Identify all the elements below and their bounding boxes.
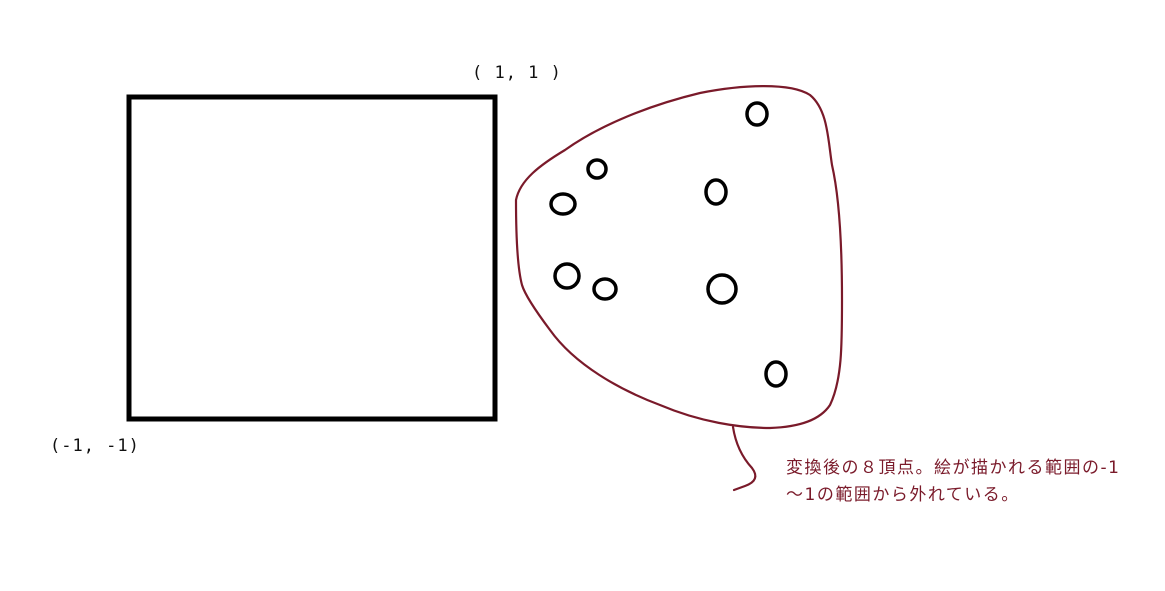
transformed-region-outline [514,85,844,430]
vertex-marker [553,262,581,290]
corner-label-bottom-left: (-1, -1) [50,436,140,456]
transformed-vertices [549,101,788,388]
vertex-marker [586,158,608,180]
vertex-marker [745,101,769,127]
vertex-marker [592,277,618,301]
clip-space-square [126,94,498,422]
annotation-note: 変換後の８頂点。絵が描かれる範囲の-1～1の範囲から外れている。 [786,458,1121,505]
vertex-marker [704,178,728,206]
corner-label-top-right: ( 1, 1 ) [472,63,562,83]
vertex-marker [549,192,577,216]
vertex-marker [764,360,788,388]
vertex-marker [706,273,738,305]
callout-tail [731,425,757,492]
